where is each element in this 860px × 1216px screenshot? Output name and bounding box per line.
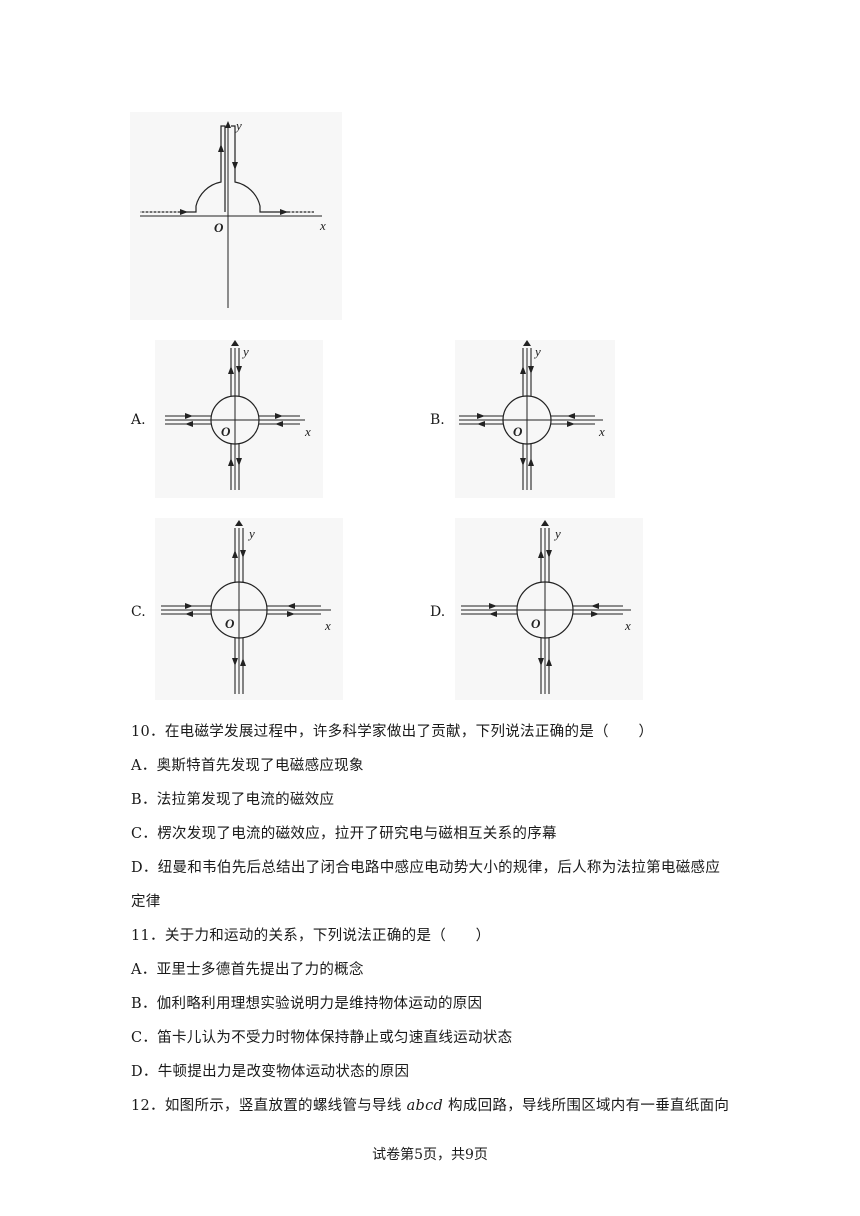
page-footer: 试卷第5页，共9页: [372, 1147, 488, 1163]
option-d-label: D.: [430, 604, 446, 620]
option-b-label: B.: [430, 412, 445, 428]
question-10-choice-d: D．纽曼和韦伯先后总结出了闭合电路中感应电动势大小的规律，后人称为法拉第电磁感应: [131, 860, 721, 876]
main-figure: y x O: [130, 112, 342, 320]
question-10-choice-c: C．楞次发现了电流的磁效应，拉开了研究电与磁相互关系的序幕: [131, 826, 557, 842]
question-11-choice-d: D．牛顿提出力是改变物体运动状态的原因: [131, 1064, 410, 1080]
option-d-figure: y x O: [455, 518, 643, 700]
option-c-origin: O: [225, 616, 235, 631]
option-a-figure: y x O: [155, 340, 323, 498]
option-c-axis-x: x: [324, 618, 331, 633]
question-10-stem: 10．在电磁学发展过程中，许多科学家做出了贡献，下列说法正确的是（ ）: [131, 724, 654, 740]
option-b-figure: y x O: [455, 340, 615, 498]
option-a-axis-y: y: [241, 344, 249, 359]
main-axis-x: x: [319, 218, 326, 233]
option-a-label: A.: [131, 412, 146, 428]
option-d-origin: O: [531, 616, 541, 631]
question-11-choice-a: A．亚里士多德首先提出了力的概念: [131, 962, 364, 978]
option-d-axis-y: y: [553, 526, 561, 541]
option-a-axis-x: x: [304, 424, 311, 439]
main-origin: O: [214, 220, 224, 235]
option-d-axis-x: x: [624, 618, 631, 633]
option-b-axis-y: y: [533, 344, 541, 359]
question-10-choice-b: B．法拉第发现了电流的磁效应: [131, 792, 335, 808]
question-11-choice-b: B．伽利略利用理想实验说明力是维持物体运动的原因: [131, 996, 483, 1012]
question-10-choice-d-cont: 定律: [131, 894, 161, 910]
main-axis-y: y: [234, 118, 242, 133]
option-c-axis-y: y: [247, 526, 255, 541]
option-b-axis-x: x: [598, 424, 605, 439]
option-b-origin: O: [513, 424, 523, 439]
option-a-origin: O: [221, 424, 231, 439]
question-10-choice-a: A．奥斯特首先发现了电磁感应现象: [131, 758, 364, 774]
question-11-stem: 11．关于力和运动的关系，下列说法正确的是（ ）: [131, 928, 491, 944]
question-11-choice-c: C．笛卡儿认为不受力时物体保持静止或匀速直线运动状态: [131, 1030, 513, 1046]
question-12-stem: 12．如图所示，竖直放置的螺线管与导线 abcd 构成回路，导线所围区域内有一垂…: [131, 1098, 730, 1114]
option-c-label: C.: [131, 604, 146, 620]
option-c-figure: y x O: [155, 518, 343, 700]
